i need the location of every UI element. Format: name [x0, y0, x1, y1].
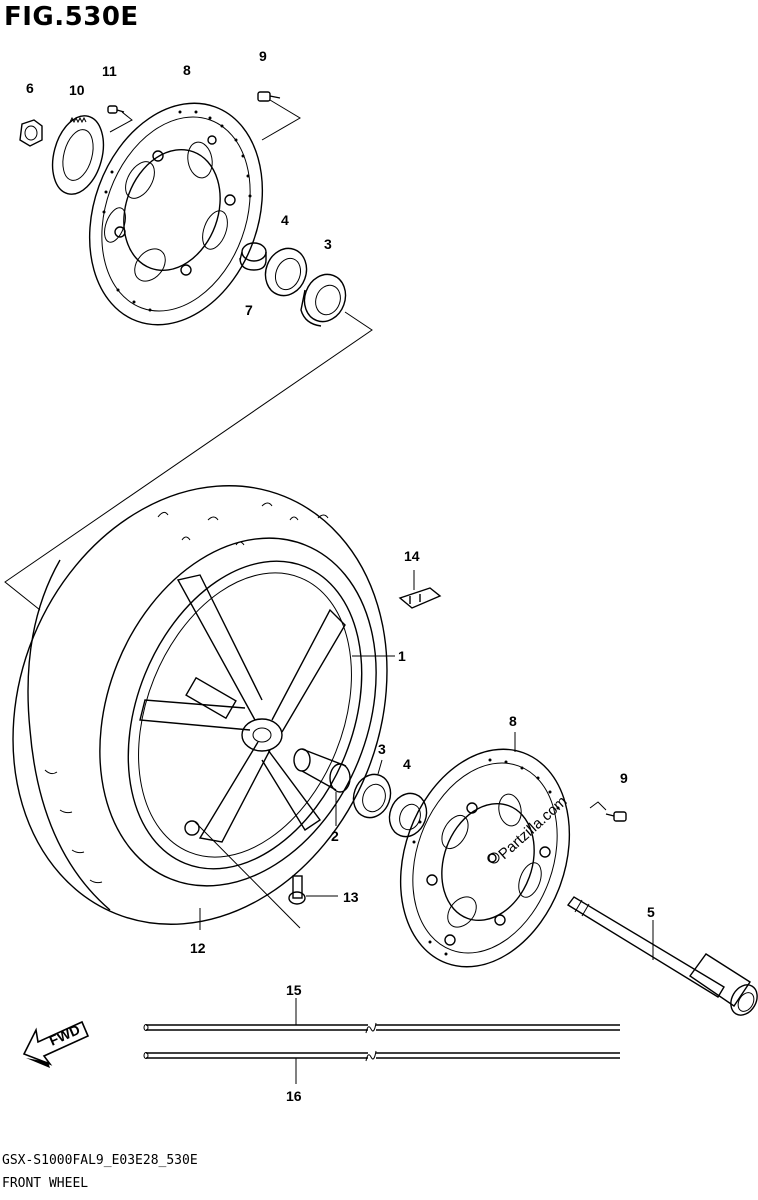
oil-seal-upper[interactable]: [259, 243, 313, 302]
spacer-collar[interactable]: [239, 242, 267, 271]
wheel-spacer[interactable]: [293, 748, 351, 793]
sensor-rotor[interactable]: [44, 110, 111, 200]
callout-4-lower: 4: [403, 756, 411, 772]
section-name: FRONT WHEEL: [2, 1176, 89, 1191]
callout-6: 6: [26, 80, 34, 96]
oil-seal-lower[interactable]: [384, 788, 433, 842]
axle-nut[interactable]: [19, 119, 43, 147]
callout-13: 13: [343, 889, 359, 905]
wheel-tape-upper[interactable]: [143, 1022, 620, 1034]
disc-bolt-upper[interactable]: [257, 91, 281, 102]
bearing-lower[interactable]: [348, 769, 397, 823]
balancer-weight[interactable]: [398, 587, 442, 609]
callout-3-upper: 3: [324, 236, 332, 252]
callout-4-upper: 4: [281, 212, 289, 228]
rotor-screw[interactable]: [107, 105, 125, 114]
callout-9-lower: 9: [620, 770, 628, 786]
watermark-text: Partzilla.com: [495, 793, 570, 863]
callout-3-lower: 3: [378, 741, 386, 757]
model-code: GSX-S1000FAL9_E03E28_530E: [2, 1153, 198, 1168]
front-axle[interactable]: [566, 896, 758, 1020]
bearing-upper[interactable]: [298, 269, 352, 328]
callout-2: 2: [331, 828, 339, 844]
callout-8-lower: 8: [509, 713, 517, 729]
wheel-tape-lower[interactable]: [143, 1050, 620, 1062]
callout-15: 15: [286, 982, 302, 998]
fwd-arrow-icon: FWD: [22, 1020, 90, 1068]
callout-1: 1: [398, 648, 406, 664]
figure-title: FIG.530E: [4, 2, 139, 32]
tire-valve[interactable]: [288, 875, 306, 905]
tire[interactable]: [0, 429, 451, 981]
callout-12: 12: [190, 940, 206, 956]
exploded-view-bracket: [4, 311, 373, 611]
callout-5: 5: [647, 904, 655, 920]
brake-disc-lower[interactable]: [372, 725, 599, 990]
callout-11: 11: [102, 63, 117, 79]
callout-14: 14: [404, 548, 420, 564]
callout-7: 7: [245, 302, 253, 318]
brake-disc-upper[interactable]: [60, 79, 292, 349]
callout-9-upper: 9: [259, 48, 267, 64]
disc-bolt-lower[interactable]: [605, 811, 627, 822]
callout-8-upper: 8: [183, 62, 191, 78]
callout-10: 10: [69, 82, 85, 98]
cast-wheel[interactable]: [85, 526, 405, 904]
callout-16: 16: [286, 1088, 302, 1104]
